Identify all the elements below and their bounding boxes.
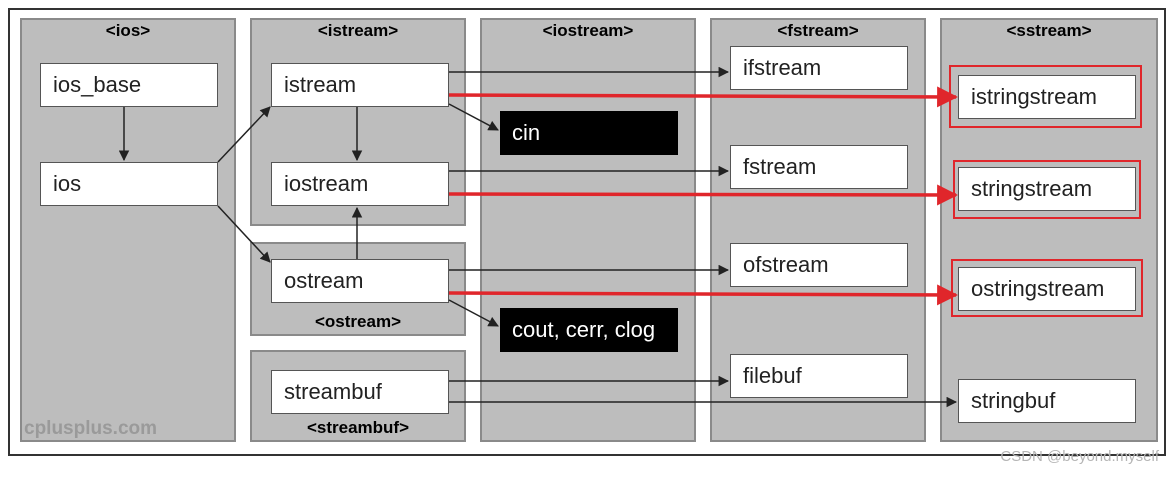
class-box-ofstream: ofstream bbox=[730, 243, 908, 287]
class-box-istringstream: istringstream bbox=[958, 75, 1136, 119]
class-box-stringstream: stringstream bbox=[958, 167, 1136, 211]
class-box-ifstream: ifstream bbox=[730, 46, 908, 90]
class-box-ostringstream: ostringstream bbox=[958, 267, 1136, 311]
class-box-ios-base: ios_base bbox=[40, 63, 218, 107]
red-arrow-ostream-to-ostringstream bbox=[448, 284, 959, 306]
header-sstream: <sstream> bbox=[1006, 21, 1092, 40]
column-iostream: <iostream> bbox=[480, 18, 696, 442]
class-box-fstream: fstream bbox=[730, 145, 908, 189]
class-box-stringbuf: stringbuf bbox=[958, 379, 1136, 423]
class-box-iostream: iostream bbox=[271, 162, 449, 206]
header-fstream: <fstream> bbox=[777, 21, 859, 40]
object-cin: cin bbox=[500, 111, 678, 155]
arrow-ios-to-istream bbox=[217, 106, 271, 163]
credit-text: CSDN @beyond.myself bbox=[1000, 448, 1159, 465]
header-iostream: <iostream> bbox=[542, 21, 634, 40]
red-arrow-istream-to-istringstream bbox=[448, 86, 959, 108]
object-cout-cerr-clog: cout, cerr, clog bbox=[500, 308, 678, 352]
header-ios: <ios> bbox=[105, 21, 151, 40]
watermark-cplusplus: cplusplus.com bbox=[24, 418, 158, 439]
arrow-ios-to-ostream bbox=[217, 205, 271, 263]
arrow-istream-to-cin bbox=[448, 103, 499, 131]
header-ostream: <ostream> bbox=[315, 312, 401, 331]
class-box-istream: istream bbox=[271, 63, 449, 107]
header-streambuf: <streambuf> bbox=[306, 418, 410, 437]
class-box-ios: ios bbox=[40, 162, 218, 206]
arrow-ostream-to-cout bbox=[448, 299, 499, 327]
class-box-filebuf: filebuf bbox=[730, 354, 908, 398]
red-arrow-iostream-to-stringstream bbox=[448, 184, 959, 206]
class-box-streambuf: streambuf bbox=[271, 370, 449, 414]
class-box-ostream: ostream bbox=[271, 259, 449, 303]
header-istream: <istream> bbox=[317, 21, 399, 40]
